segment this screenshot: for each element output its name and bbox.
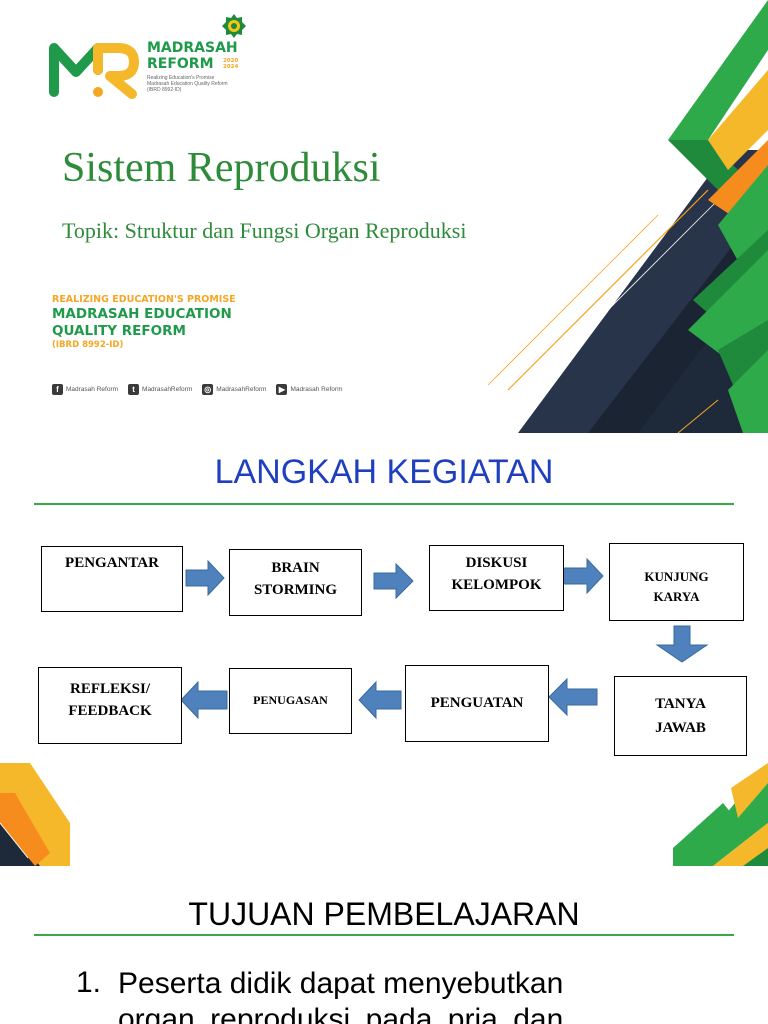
arrow-left-icon bbox=[548, 677, 598, 717]
youtube-icon: ▶ bbox=[276, 384, 288, 395]
arrow-down-icon bbox=[655, 625, 709, 663]
twitter-icon: t bbox=[128, 384, 140, 395]
list-text: Peserta didik dapat menyebutkan organ re… bbox=[118, 967, 564, 1024]
arrow-right-icon bbox=[185, 559, 225, 597]
step-brain-storming: BRAIN STORMING bbox=[229, 549, 362, 616]
arrow-left-icon bbox=[358, 680, 402, 720]
arrow-left-icon bbox=[180, 680, 228, 720]
step-kunjung-karya: KUNJUNG KARYA bbox=[609, 543, 744, 621]
step-penugasan: PENUGASAN bbox=[229, 668, 352, 734]
slide-activity-steps: LANGKAH KEGIATAN PENGANTAR BRAIN STORMIN… bbox=[0, 433, 768, 866]
section-title: LANGKAH KEGIATAN bbox=[214, 453, 554, 491]
slide-title: MADRASAH REFORM 2020 2024 Realizing Educ… bbox=[0, 0, 768, 433]
step-diskusi-kelompok: DISKUSI KELOMPOK bbox=[429, 545, 564, 611]
title-divider bbox=[34, 934, 734, 936]
step-refleksi-feedback: REFLEKSI/ FEEDBACK bbox=[38, 667, 182, 744]
social-twitter[interactable]: t MadrasahReform bbox=[128, 384, 192, 395]
social-instagram[interactable]: ◎ MadrasahReform bbox=[202, 384, 267, 395]
social-youtube[interactable]: ▶ Madrasah Reform bbox=[276, 384, 343, 395]
list-number: 1. bbox=[76, 966, 102, 999]
program-name-block: REALIZING EDUCATION'S PROMISE MADRASAH E… bbox=[52, 294, 236, 350]
page-title: Sistem Reproduksi bbox=[62, 145, 381, 191]
corner-decoration-left bbox=[0, 763, 70, 866]
social-facebook[interactable]: f Madrasah Reform bbox=[52, 384, 118, 395]
arrow-right-icon bbox=[373, 562, 414, 600]
instagram-icon: ◎ bbox=[202, 384, 214, 395]
flow-arrows bbox=[180, 557, 709, 720]
title-divider bbox=[34, 503, 734, 505]
page-subtitle: Topik: Struktur dan Fungsi Organ Reprodu… bbox=[62, 218, 467, 243]
slide-learning-objectives: TUJUAN PEMBELAJARAN 1. Peserta didik dap… bbox=[0, 866, 768, 1024]
step-penguatan: PENGUATAN bbox=[405, 665, 549, 742]
logo-years: 2020 2024 bbox=[223, 58, 239, 70]
facebook-icon: f bbox=[52, 384, 63, 395]
section-title: TUJUAN PEMBELAJARAN bbox=[188, 896, 580, 932]
corner-decoration-right bbox=[673, 763, 768, 866]
list-item: 1. Peserta didik dapat menyebutkan organ… bbox=[76, 966, 718, 1024]
arrow-right-icon bbox=[562, 557, 604, 595]
objectives-list: 1. Peserta didik dapat menyebutkan organ… bbox=[76, 966, 718, 1024]
logo-tagline: Realizing Education's Promise Madrasah E… bbox=[147, 75, 228, 93]
step-tanya-jawab: TANYA JAWAB bbox=[614, 676, 747, 756]
madrasah-reform-logo-icon bbox=[49, 43, 139, 99]
logo-wordmark: MADRASAH REFORM bbox=[147, 40, 238, 72]
social-links: f Madrasah Reform t MadrasahReform ◎ Mad… bbox=[52, 384, 353, 395]
step-pengantar: PENGANTAR bbox=[41, 546, 183, 612]
ministry-emblem-icon bbox=[222, 14, 246, 38]
corner-decoration bbox=[487, 0, 768, 433]
